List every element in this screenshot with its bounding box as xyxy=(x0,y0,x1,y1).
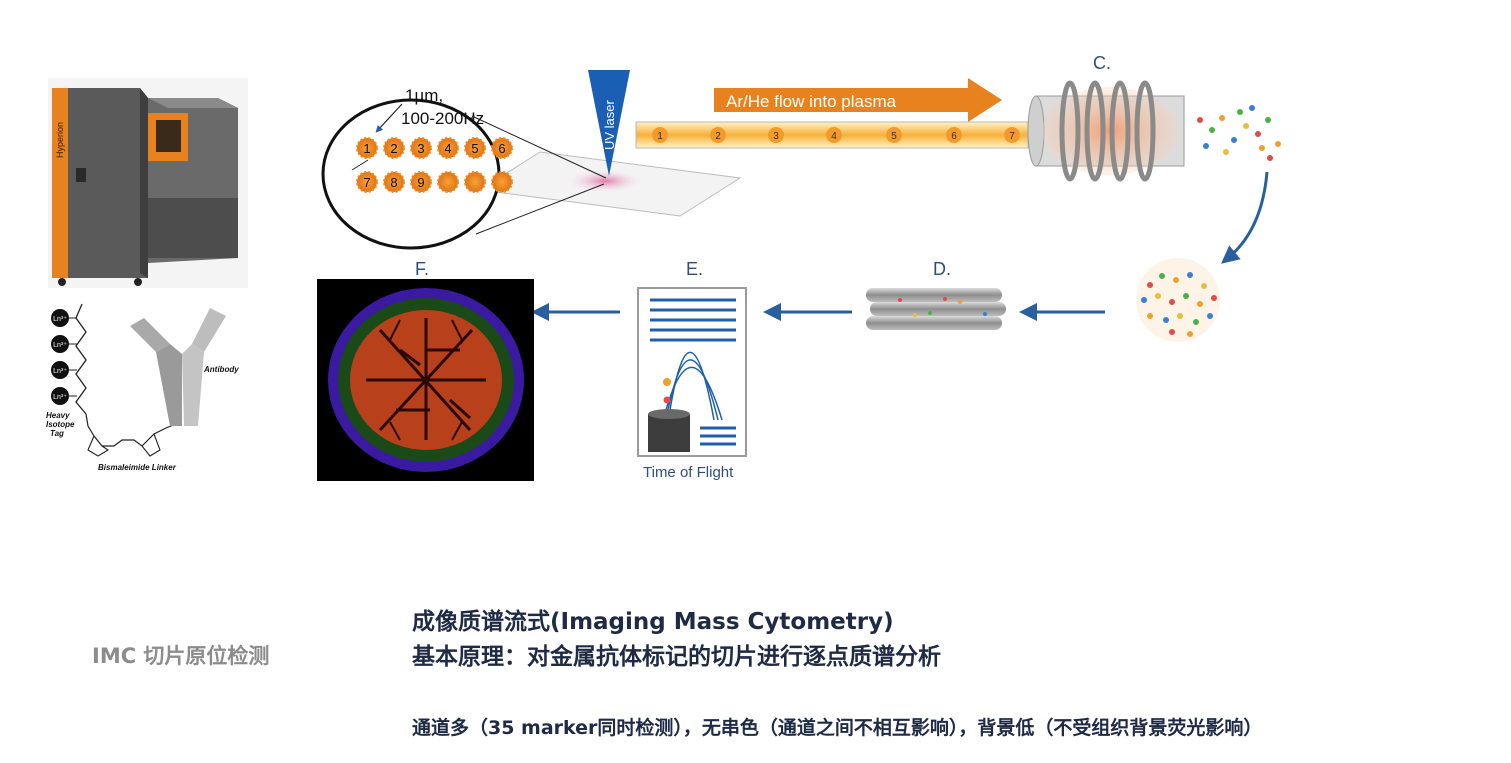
ion-cloud xyxy=(1197,105,1281,161)
instrument-brand-text: Hyperion xyxy=(55,122,65,158)
features-line: 通道多（35 marker同时检测），无串色（通道之间不相互影响），背景低（不受… xyxy=(412,717,1263,739)
stage-c-label: C. xyxy=(1093,53,1111,73)
svg-text:1: 1 xyxy=(363,141,370,156)
stage-e-label: E. xyxy=(686,259,703,279)
svg-text:Ln³⁺: Ln³⁺ xyxy=(53,368,67,375)
svg-text:9: 9 xyxy=(417,175,424,190)
quadrupole-rods xyxy=(866,288,1006,330)
ablation-spots-row-2: 7 8 9 xyxy=(356,171,513,193)
tof-reflectron-lines xyxy=(650,298,736,342)
svg-text:2: 2 xyxy=(390,141,397,156)
linker-label: Bismaleimide Linker xyxy=(98,463,177,472)
svg-text:8: 8 xyxy=(390,175,397,190)
svg-text:5: 5 xyxy=(891,131,897,142)
uv-laser-beam xyxy=(588,70,630,176)
title-line-2: 基本原理：对金属抗体标记的切片进行逐点质谱分析 xyxy=(412,644,941,670)
svg-text:3: 3 xyxy=(417,141,424,156)
tag-line-1: Heavy xyxy=(46,411,70,420)
svg-text:5: 5 xyxy=(471,141,478,156)
tof-flight-paths xyxy=(665,351,723,421)
title-line-1: 成像质谱流式(Imaging Mass Cytometry) xyxy=(412,609,894,635)
svg-text:6: 6 xyxy=(951,131,957,142)
stage-f-label: F. xyxy=(415,259,429,279)
imc-workflow-diagram: 1µm, 100-200Hz 1 2 3 4 5 6 7 8 9 UV lase… xyxy=(317,53,1281,481)
svg-text:1: 1 xyxy=(657,131,663,142)
flow-label: Ar/He flow into plasma xyxy=(726,92,897,111)
svg-text:Isotope: Isotope xyxy=(46,420,75,429)
tof-ion-red xyxy=(663,396,671,404)
stream-particles: 1 2 3 4 5 6 7 xyxy=(652,127,1020,143)
tof-detector xyxy=(700,426,736,446)
svg-text:Tag: Tag xyxy=(50,429,64,438)
antibody-label: Antibody xyxy=(203,365,239,374)
uv-laser-label: UV laser xyxy=(602,99,617,150)
flow-arrow xyxy=(714,78,1002,122)
induction-coil xyxy=(1059,80,1156,182)
stage-d-label: D. xyxy=(933,259,951,279)
ion-cluster xyxy=(1136,258,1220,342)
callout-size: 1µm, xyxy=(405,86,443,105)
tof-ion-orange xyxy=(663,378,671,386)
svg-text:7: 7 xyxy=(1009,131,1015,142)
curved-arrow-down xyxy=(1221,171,1269,264)
svg-text:Ln³⁺: Ln³⁺ xyxy=(53,394,67,401)
svg-text:7: 7 xyxy=(363,175,370,190)
callout-frequency: 100-200Hz xyxy=(401,109,484,128)
tof-label: Time of Flight xyxy=(643,464,734,481)
svg-text:Ln³⁺: Ln³⁺ xyxy=(53,342,67,349)
antibody-isotope-tag-diagram: Ln³⁺ Ln³⁺ Ln³⁺ Ln³⁺ Heavy Isotope Tag Bi… xyxy=(46,303,239,472)
svg-text:Heavy: Heavy xyxy=(46,411,70,420)
lanthanide-ions: Ln³⁺ Ln³⁺ Ln³⁺ Ln³⁺ xyxy=(51,309,69,405)
tof-ion-source xyxy=(648,409,690,452)
svg-text:2: 2 xyxy=(715,131,721,142)
svg-text:6: 6 xyxy=(498,141,505,156)
svg-text:Ln³⁺: Ln³⁺ xyxy=(53,316,67,323)
svg-text:4: 4 xyxy=(831,131,837,142)
ablation-plume xyxy=(569,170,641,192)
svg-text:3: 3 xyxy=(773,131,779,142)
tag-line-2: Isotope xyxy=(46,420,75,429)
tag-line-3: Tag xyxy=(50,429,64,438)
imc-side-label: IMC 切片原位检测 xyxy=(92,644,270,668)
antibody-shape xyxy=(130,308,226,426)
svg-text:4: 4 xyxy=(444,141,451,156)
ablation-spots-row-1: 1 2 3 4 5 6 xyxy=(356,137,513,159)
imc-tissue-image xyxy=(317,279,534,481)
hyperion-instrument-image: Hyperion xyxy=(48,78,248,288)
